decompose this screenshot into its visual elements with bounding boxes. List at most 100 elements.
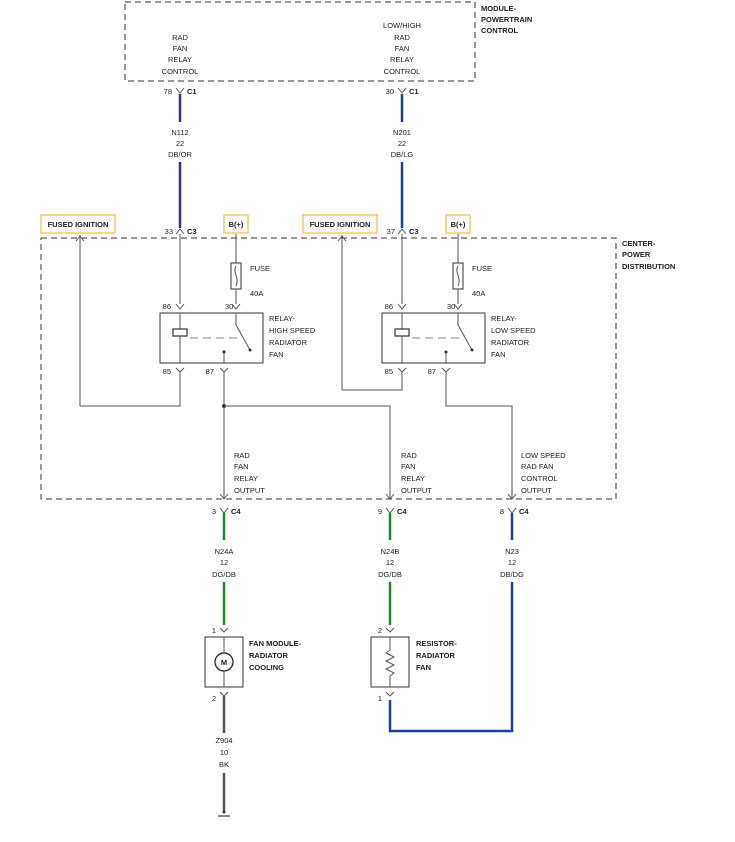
output1-line3: RELAY: [234, 474, 258, 483]
connector-c1-78-symbol: [175, 87, 185, 94]
pcm-module-name-line2: POWERTRAIN: [481, 15, 532, 24]
wire-n24b-gauge: 12: [386, 558, 394, 567]
relay-high-name-line2: HIGH SPEED: [269, 326, 316, 335]
fan-module-pin2-label: 2: [212, 694, 216, 703]
relay-high-coil-icon: [172, 328, 188, 337]
fan-module-name-line1: FAN MODULE-: [249, 639, 302, 648]
output1-line2: FAN: [234, 462, 249, 471]
connector-c4-8-top-symbol: [507, 493, 517, 500]
output2-line1: RAD: [401, 451, 417, 460]
relay-low-pin85-label: 85: [385, 367, 393, 376]
resistor-pin1-label: 1: [378, 694, 382, 703]
fuse2-element-icon: [456, 265, 460, 287]
wire-n23-gauge: 12: [508, 558, 516, 567]
relay-low-body: [381, 312, 486, 364]
pcm-module-boundary: [124, 1, 476, 82]
relay-low-pin86-label: 86: [385, 302, 393, 311]
wire-n24a-color: DG/DB: [212, 570, 236, 579]
resistor-pin2-label: 2: [378, 626, 382, 635]
relay-low-pin85-symbol: [397, 367, 407, 373]
wire-n23-id: N23: [505, 547, 519, 556]
wire-n24b-color: DG/DB: [378, 570, 402, 579]
relay-high-pin85-return: [80, 372, 181, 407]
pcm-module-name-line1: MODULE-: [481, 4, 516, 13]
cpd-name-line3: DISTRIBUTION: [622, 262, 675, 271]
resistor-name-line1: RESISTOR-: [416, 639, 457, 648]
relay-low-output-wire: [445, 372, 513, 498]
wire-n23-bottom: [388, 582, 514, 733]
pcm-output-lowhigh-line3: FAN: [395, 44, 410, 53]
relay-low-name-line1: RELAY-: [491, 314, 517, 323]
pcm-output-lowhigh-line4: RELAY: [390, 55, 414, 64]
motor-symbol: M: [221, 658, 227, 667]
connector-c4-8-symbol: [507, 507, 517, 514]
motor-icon: [214, 652, 234, 672]
wire-n112-gauge: 22: [176, 139, 184, 148]
pcm-output-rad-line1: RAD: [172, 33, 188, 42]
wire-n112-color: DB/OR: [168, 150, 192, 159]
bplus-label-2-text: B(+): [451, 220, 466, 229]
relay-high-pin85-symbol: [175, 367, 185, 373]
output3-line3: CONTROL: [521, 474, 558, 483]
connector-c3-37-pin: 37: [387, 227, 395, 236]
relay-high-pin87-symbol: [219, 367, 229, 373]
resistor-name-line2: RADIATOR: [416, 651, 455, 660]
relay-high-pin86-label: 86: [163, 302, 171, 311]
connector-c4-9-pin: 9: [378, 507, 382, 516]
relay-low-name-line3: RADIATOR: [491, 338, 530, 347]
output3-line1: LOW SPEED: [521, 451, 566, 460]
fused-ignition-label-2-text: FUSED IGNITION: [310, 220, 371, 229]
splice-to-c4-9-wire: [224, 405, 391, 498]
connector-c3-37-symbol: [397, 228, 407, 235]
output1-line4: OUTPUT: [234, 486, 265, 495]
relay-low-pin87-label: 87: [428, 367, 436, 376]
output3-line4: OUTPUT: [521, 486, 552, 495]
relay-high-pin30-label: 30: [225, 302, 233, 311]
wire-n23-color: DB/DG: [500, 570, 524, 579]
cpd-boundary: [40, 237, 617, 500]
fan-module-pin2-symbol: [219, 691, 229, 697]
wire-n201-color: DB/LG: [391, 150, 414, 159]
connector-c4-9-top-symbol: [385, 493, 395, 500]
relay-low-pin86-symbol: [397, 303, 407, 310]
pcm-output-lowhigh-line2: RAD: [394, 33, 410, 42]
relay-low-pin85-return: [342, 372, 403, 391]
fan-module-name-line2: RADIATOR: [249, 651, 288, 660]
fan-module-name-line3: COOLING: [249, 663, 284, 672]
wire-z904-id: Z904: [215, 736, 232, 745]
relay-high-pin87-label: 87: [206, 367, 214, 376]
fuse1-name: FUSE: [250, 264, 270, 273]
connector-c4-8-pin: 8: [500, 507, 504, 516]
resistor-pin2-symbol: [385, 627, 395, 633]
pcm-output-rad-line2: FAN: [173, 44, 188, 53]
relay-low-switch-arm: [457, 324, 473, 351]
relay-high-name-line4: FAN: [269, 350, 284, 359]
connector-c4-9-symbol: [385, 507, 395, 514]
connector-c3-33-name: C3: [187, 227, 197, 236]
relay-high-pin85-label: 85: [163, 367, 171, 376]
connector-c1-30-pin: 30: [386, 87, 394, 96]
fan-module-pin1-symbol: [219, 627, 229, 633]
connector-c4-8-name: C4: [519, 507, 529, 516]
cpd-name-line2: POWER: [622, 250, 651, 259]
fuse1-element-icon: [234, 265, 238, 287]
output2-line2: FAN: [401, 462, 416, 471]
cpd-name-line1: CENTER-: [622, 239, 656, 248]
relay-low-pin30-label: 30: [447, 302, 455, 311]
bplus-label-1-text: B(+): [229, 220, 244, 229]
bplus-label-1: [223, 214, 249, 234]
pcm-module-name-line3: CONTROL: [481, 26, 518, 35]
pcm-output-rad-line3: RELAY: [168, 55, 192, 64]
output2-line3: RELAY: [401, 474, 425, 483]
connector-c3-37-name: C3: [409, 227, 419, 236]
wire-n201-id: N201: [393, 128, 411, 137]
connector-c1-78-pin: 78: [164, 87, 172, 96]
resistor-icon: [384, 637, 396, 687]
fuse2-name: FUSE: [472, 264, 492, 273]
relay-low-name-line2: LOW SPEED: [491, 326, 536, 335]
relay-high-pin86-symbol: [175, 303, 185, 310]
relay-high-body: [159, 312, 264, 364]
relay-low-pin30-symbol: [453, 303, 463, 310]
relay-high-switch-arm: [235, 324, 251, 351]
